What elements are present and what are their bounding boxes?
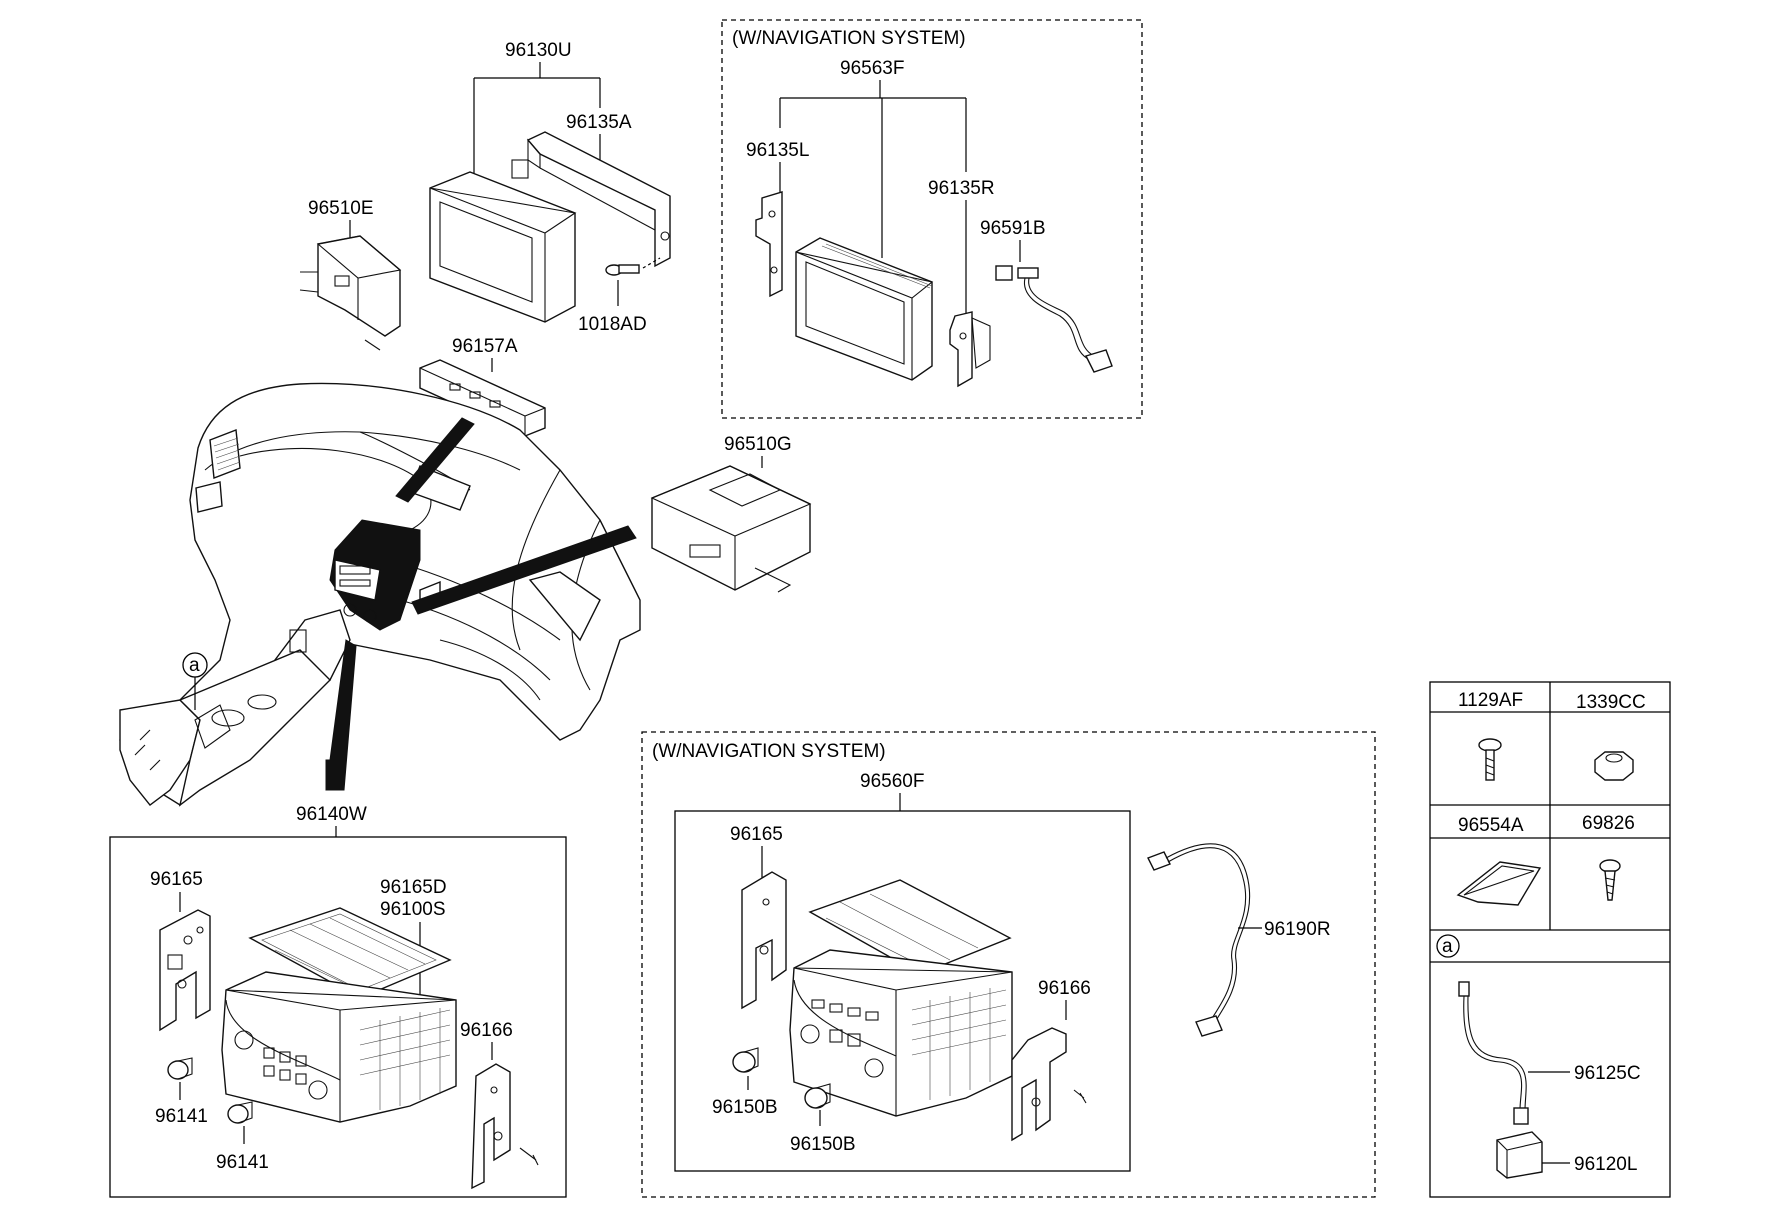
label-69826: 69826 xyxy=(1582,813,1635,834)
parts-table: 1129AF 1339CC 96554A 69826 xyxy=(1429,681,1671,1198)
head-unit-96560F xyxy=(789,949,1013,1117)
bracket-96135L xyxy=(755,191,783,298)
label-96190R: 96190R xyxy=(1264,919,1331,940)
screw-69826-icon xyxy=(1599,859,1621,901)
board-96165D xyxy=(248,907,452,999)
label-1018AD: 1018AD xyxy=(578,314,647,335)
label-96141-b: 96141 xyxy=(216,1152,269,1173)
cable-96591B xyxy=(995,265,1113,373)
screw-1018AD-icon xyxy=(605,257,661,276)
nav-display-96563F xyxy=(795,237,934,381)
label-96140W: 96140W xyxy=(296,804,367,825)
label-96165-right: 96165 xyxy=(730,824,783,845)
callout-a-table: a xyxy=(1442,936,1453,957)
knob-96150B-a xyxy=(732,1047,759,1073)
label-96135A: 96135A xyxy=(566,112,632,133)
dashboard-illustration: a xyxy=(119,382,641,807)
group-96510G: 96510G xyxy=(650,434,812,593)
board-96560F xyxy=(808,879,1012,975)
label-96130U: 96130U xyxy=(505,40,572,61)
label-96563F: 96563F xyxy=(840,58,904,79)
nut-1339CC-icon xyxy=(1594,751,1634,781)
group-96190R: 96190R xyxy=(1147,843,1331,1037)
label-96554A: 96554A xyxy=(1458,815,1524,836)
cable-96190R xyxy=(1147,843,1251,1037)
sd-card-96554A-icon xyxy=(1456,861,1542,906)
nav-box-bottom-title: (W/NAVIGATION SYSTEM) xyxy=(652,741,886,762)
bracket-96135R xyxy=(949,311,991,388)
knob-96150B-b xyxy=(804,1083,831,1109)
bracket-96166-right xyxy=(1011,1027,1087,1142)
callout-a-main: a xyxy=(189,655,200,676)
label-96135L: 96135L xyxy=(746,140,809,161)
bracket-96135A xyxy=(511,131,671,268)
bracket-96165-left xyxy=(159,909,211,1032)
label-96165-left: 96165 xyxy=(150,869,203,890)
label-96591B: 96591B xyxy=(980,218,1046,239)
audio-unit-box-nav xyxy=(674,810,1131,1172)
knob-96141-a xyxy=(167,1057,193,1080)
label-96560F: 96560F xyxy=(860,771,924,792)
label-96100S: 96100S xyxy=(380,899,446,920)
label-96141-a: 96141 xyxy=(155,1106,208,1127)
label-96135R: 96135R xyxy=(928,178,995,199)
bracket-96165-right xyxy=(741,871,787,1010)
audio-unit-box-left xyxy=(109,836,567,1198)
module-96510E xyxy=(299,235,402,351)
group-96510E: 96510E xyxy=(299,198,402,351)
group-96140W: 96140W 96165 96165D 96100S xyxy=(150,804,539,1190)
label-96166-right: 96166 xyxy=(1038,978,1091,999)
switch-panel-96157A xyxy=(419,359,546,437)
label-96165D: 96165D xyxy=(380,877,447,898)
cable-96125C xyxy=(1458,981,1529,1125)
display-96130U xyxy=(429,171,577,323)
label-96150B-a: 96150B xyxy=(712,1097,778,1118)
label-1339CC: 1339CC xyxy=(1576,692,1646,713)
label-96120L: 96120L xyxy=(1574,1154,1637,1175)
bolt-1129AF-icon xyxy=(1478,738,1502,781)
bracket-96166-left xyxy=(471,1063,539,1190)
module-96510G xyxy=(650,465,812,593)
nav-system-box-top: (W/NAVIGATION SYSTEM) xyxy=(721,19,1143,419)
group-96130U: 96130U 96135A 1018AD xyxy=(429,40,671,335)
nav-box-top-title: (W/NAVIGATION SYSTEM) xyxy=(732,28,966,49)
group-96157A: 96157A xyxy=(419,336,546,437)
label-96510G: 96510G xyxy=(724,434,792,455)
label-96157A: 96157A xyxy=(452,336,518,357)
label-96150B-b: 96150B xyxy=(790,1134,856,1155)
knob-96141-b xyxy=(227,1101,253,1124)
label-1129AF: 1129AF xyxy=(1458,690,1523,711)
head-unit-96140W xyxy=(221,971,457,1123)
label-96510E: 96510E xyxy=(308,198,374,219)
group-96560F: 96560F 96165 xyxy=(712,771,1091,1155)
label-96166-left: 96166 xyxy=(460,1020,513,1041)
nav-system-box-bottom: (W/NAVIGATION SYSTEM) xyxy=(641,731,1376,1198)
label-96125C: 96125C xyxy=(1574,1063,1641,1084)
group-96563F: 96563F 96135L 96135R 9659 xyxy=(746,58,1113,388)
usb-module-96120L xyxy=(1496,1131,1543,1179)
